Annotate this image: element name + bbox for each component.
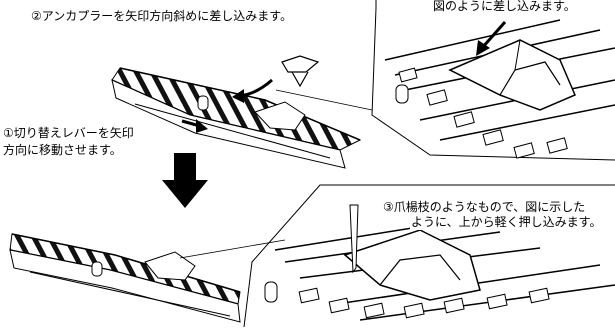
detail-panel-top bbox=[371, 0, 615, 161]
big-down-arrow bbox=[162, 153, 208, 208]
step-1-text-line1: ①切り替えレバーを矢印 bbox=[2, 125, 135, 141]
step-3-text-line1: ③爪楊枝のようなもので、図に示した bbox=[382, 199, 587, 215]
step-2-text: ②アンカプラーを矢印方向斜めに差し込みます。 bbox=[30, 8, 294, 24]
detail-note-text: 図のように差し込みます。 bbox=[432, 0, 577, 14]
detail-panel-bottom bbox=[243, 184, 615, 328]
step-3-text-line2: ように、上から軽く押し込みます。 bbox=[410, 214, 603, 230]
step-1-text-line2: 方向に移動させます。 bbox=[2, 142, 123, 158]
track-piece-bottom bbox=[9, 233, 286, 323]
track-piece-top bbox=[111, 55, 373, 169]
